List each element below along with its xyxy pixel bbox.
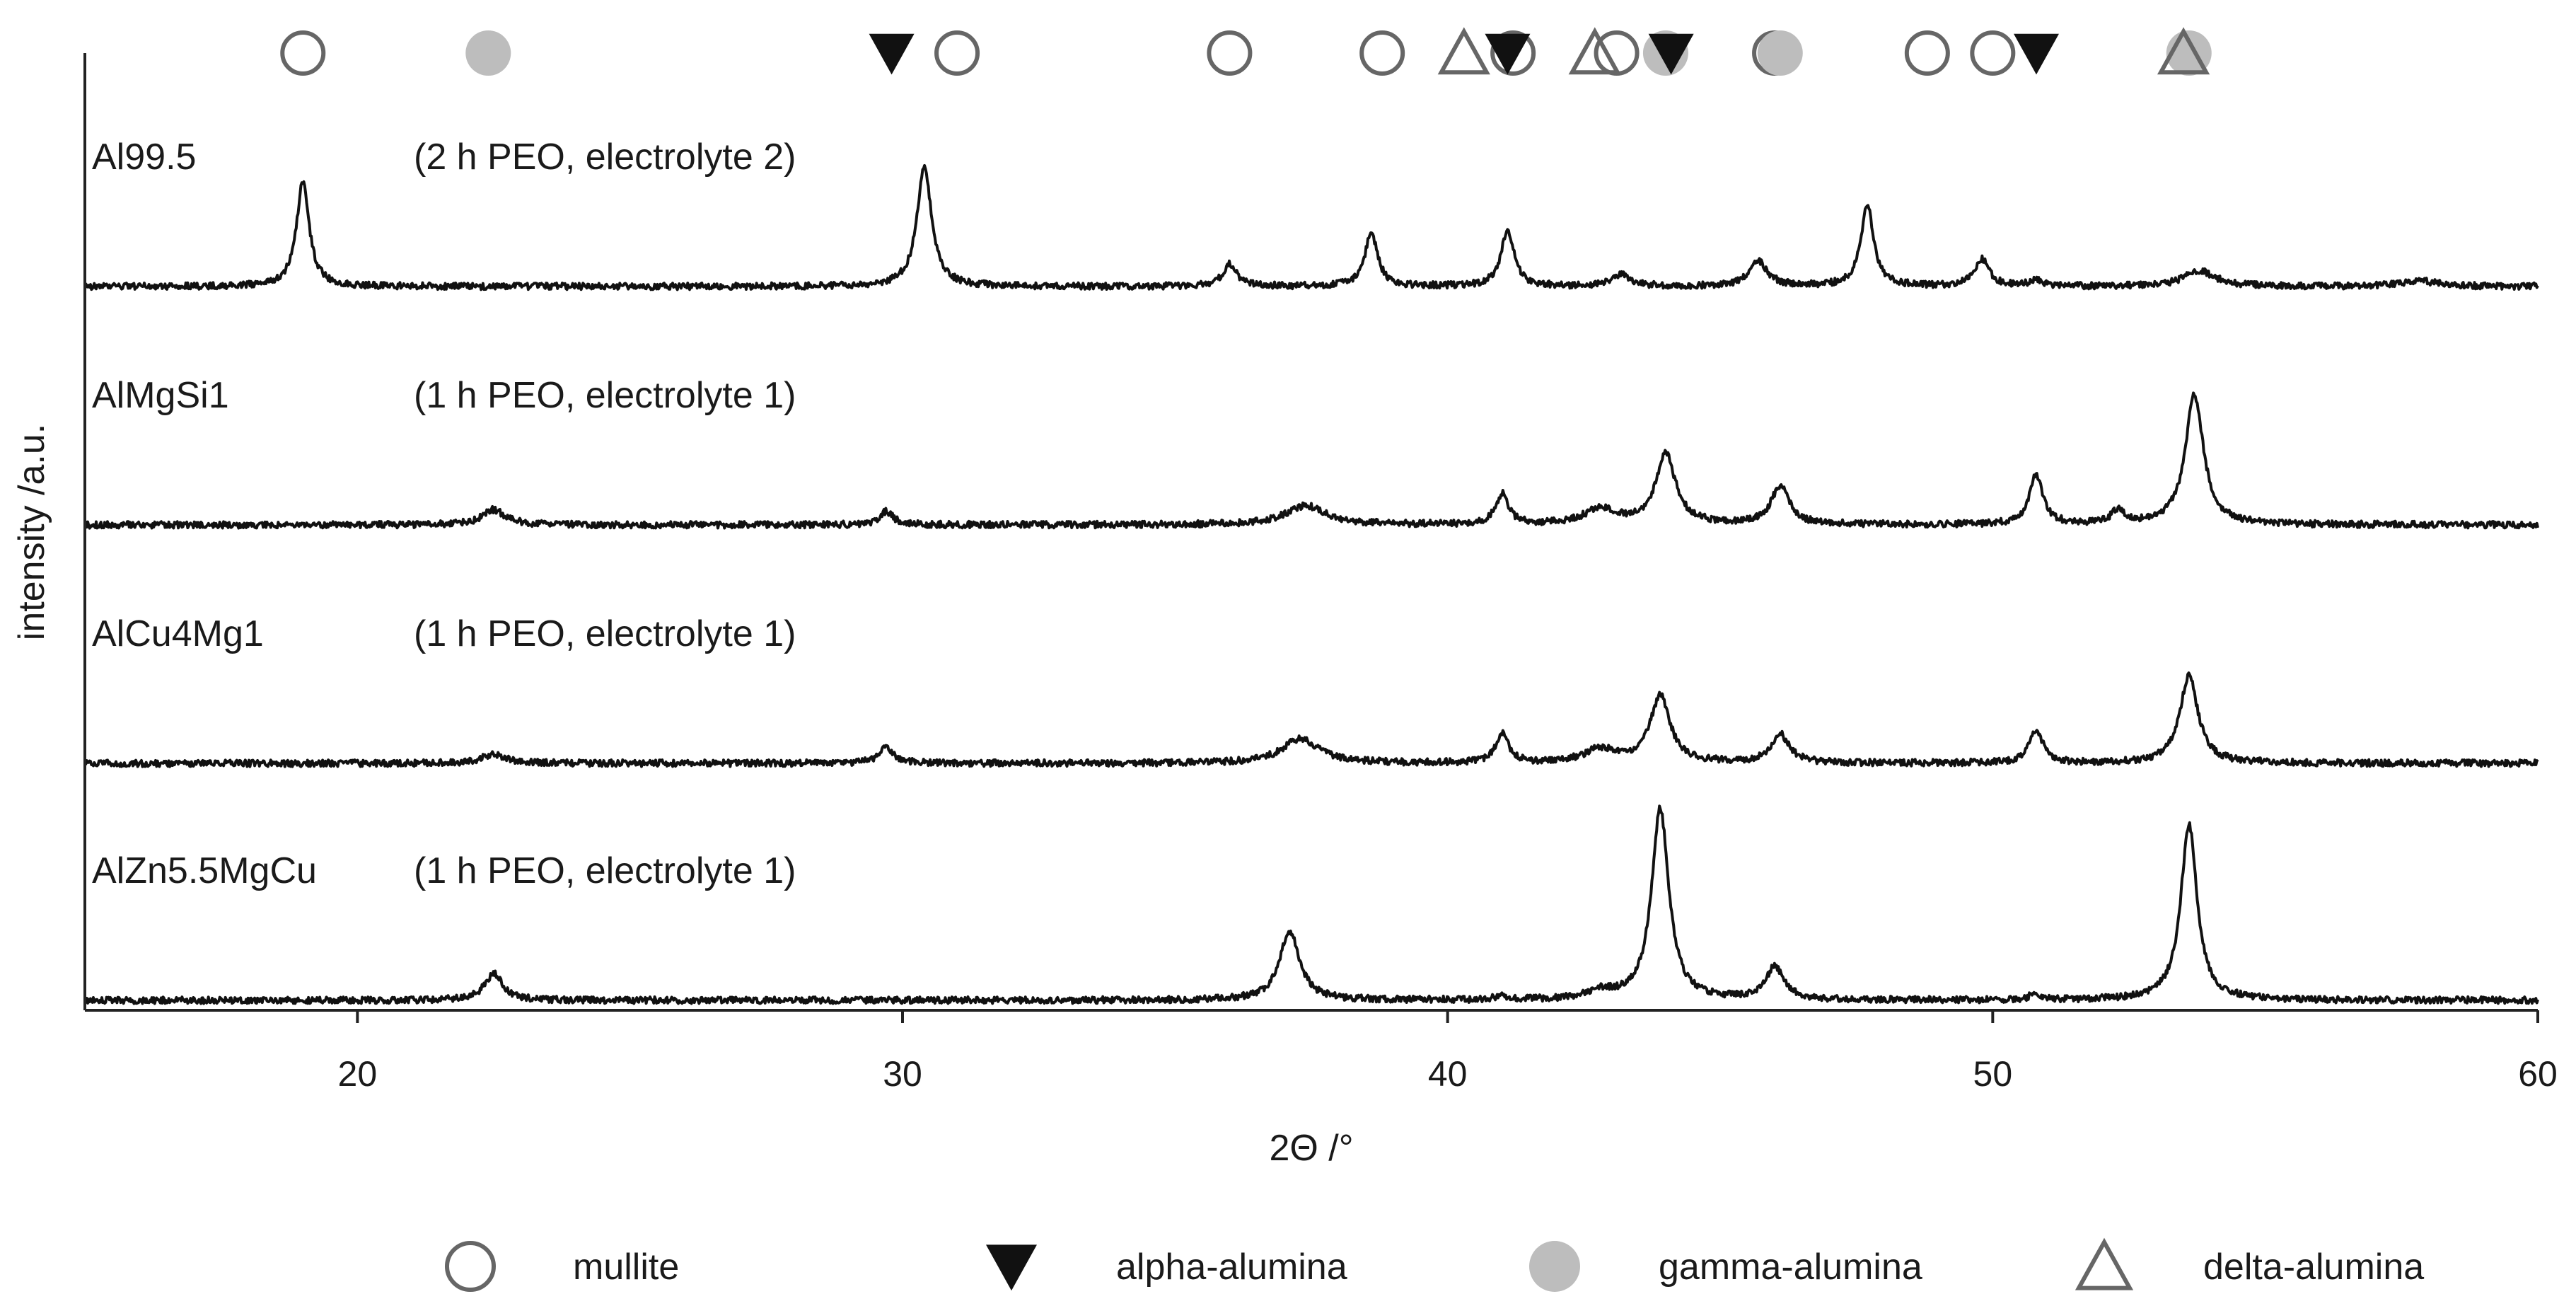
filled-down-triangle-icon xyxy=(986,1244,1037,1291)
series-line xyxy=(83,391,2539,530)
alpha-alumina-marker xyxy=(2013,33,2059,75)
axes: 20 30 40 50 60 2Θ /° intensity /a.u. xyxy=(11,53,2558,1169)
open-circle-icon xyxy=(445,1241,496,1292)
mullite-marker xyxy=(1970,30,2016,76)
delta-alumina-marker xyxy=(2157,27,2210,75)
reference-markers xyxy=(280,27,2212,76)
x-tick-label: 30 xyxy=(883,1054,922,1094)
delta-alumina-marker xyxy=(1568,27,1621,75)
sample-condition-label: (2 h PEO, electrolyte 2) xyxy=(414,137,796,178)
sample-name-label: AlMgSi1 xyxy=(92,375,229,416)
delta-alumina-marker xyxy=(1437,27,1490,75)
gamma-alumina-marker xyxy=(465,30,511,76)
mullite-marker xyxy=(1207,30,1253,76)
x-axis-title: 2Θ /° xyxy=(1269,1128,1353,1169)
sample-condition-label: (1 h PEO, electrolyte 1) xyxy=(414,613,796,654)
sample-name-label: AlCu4Mg1 xyxy=(92,613,264,654)
x-tick-label: 50 xyxy=(1973,1054,2013,1094)
sample-condition-label: (1 h PEO, electrolyte 1) xyxy=(414,850,796,891)
gamma-alumina-marker xyxy=(1757,30,1803,76)
series-line xyxy=(84,804,2539,1005)
legend-label: alpha-alumina xyxy=(1116,1247,1347,1288)
alpha-alumina-marker xyxy=(1648,33,1694,75)
legend-label: delta-alumina xyxy=(2203,1247,2424,1288)
x-ticks: 20 30 40 50 60 xyxy=(338,1010,2558,1094)
sample-name-label: Al99.5 xyxy=(92,137,196,178)
series-line xyxy=(83,671,2539,768)
series-line xyxy=(83,163,2539,291)
open-triangle-icon xyxy=(2075,1237,2134,1290)
x-tick-label: 60 xyxy=(2518,1054,2558,1094)
mullite-marker xyxy=(1490,30,1536,76)
spectra xyxy=(83,163,2539,1005)
sample-labels: Al99.5 (2 h PEO, electrolyte 2) AlMgSi1 (1 … xyxy=(92,137,796,891)
mullite-marker xyxy=(1359,30,1405,76)
legend: mullite alpha-alumina gamma-alumina delta-a… xyxy=(445,1237,2424,1292)
x-tick-label: 20 xyxy=(338,1054,378,1094)
alpha-alumina-marker xyxy=(1485,33,1531,75)
sample-condition-label: (1 h PEO, electrolyte 1) xyxy=(414,375,796,416)
sample-name-label: AlZn5.5MgCu xyxy=(92,850,317,891)
mullite-marker xyxy=(280,30,326,76)
filled-circle-icon xyxy=(1529,1241,1580,1292)
x-tick-label: 40 xyxy=(1428,1054,1468,1094)
mullite-marker xyxy=(1904,30,1950,76)
legend-label: mullite xyxy=(573,1247,679,1288)
legend-label: gamma-alumina xyxy=(1659,1247,1922,1288)
mullite-marker xyxy=(934,30,980,76)
y-axis-title: intensity /a.u. xyxy=(11,424,52,640)
alpha-alumina-marker xyxy=(869,33,915,75)
